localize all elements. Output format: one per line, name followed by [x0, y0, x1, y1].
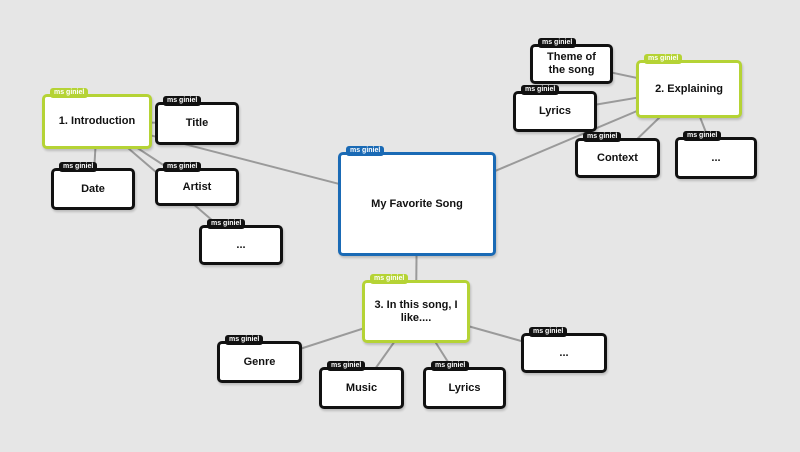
leaf-node-artist[interactable]: ms giniel Artist: [155, 162, 239, 206]
leaf-node-intro-more[interactable]: ms giniel ...: [199, 219, 283, 265]
author-tag: ms giniel: [207, 219, 246, 229]
node-label: Lyrics: [538, 105, 571, 117]
author-tag: ms giniel: [431, 361, 470, 371]
author-tag: ms giniel: [59, 162, 98, 172]
author-tag: ms giniel: [521, 85, 560, 95]
leaf-node-date[interactable]: ms giniel Date: [51, 162, 135, 210]
author-tag: ms giniel: [683, 131, 722, 141]
node-label: Artist: [182, 180, 212, 193]
leaf-node-context[interactable]: ms giniel Context: [575, 132, 660, 178]
leaf-node-title[interactable]: ms giniel Title: [155, 96, 239, 145]
author-tag: ms giniel: [538, 38, 577, 48]
author-tag: ms giniel: [370, 274, 409, 284]
branch-node-in-this-song-i-like[interactable]: ms giniel 3. In this song, I like....: [362, 274, 470, 343]
node-label: 2. Explaining: [655, 82, 723, 95]
leaf-node-music[interactable]: ms giniel Music: [319, 361, 404, 409]
node-label: Theme of the song: [547, 51, 596, 76]
node-label: 1. Introduction: [58, 115, 136, 127]
author-tag: ms giniel: [644, 54, 683, 64]
node-label: ...: [711, 151, 721, 164]
author-tag: ms giniel: [583, 132, 622, 142]
author-tag: ms giniel: [529, 327, 568, 337]
node-label: Genre: [243, 355, 276, 368]
node-label: Context: [597, 151, 638, 164]
leaf-node-explaining-more[interactable]: ms giniel ...: [675, 131, 757, 179]
leaf-node-lyrics-bottom[interactable]: ms giniel Lyrics: [423, 361, 506, 409]
central-node-my-favorite-song[interactable]: ms giniel My Favorite Song: [338, 146, 496, 256]
leaf-node-lyrics[interactable]: ms giniel Lyrics: [513, 85, 597, 132]
branch-node-introduction[interactable]: ms giniel 1. Introduction: [42, 88, 152, 149]
branch-node-explaining[interactable]: ms giniel 2. Explaining: [636, 54, 742, 118]
author-tag: ms giniel: [50, 88, 89, 98]
node-label: Music: [345, 381, 378, 394]
node-label: My Favorite Song: [371, 197, 463, 210]
node-label: Title: [185, 117, 209, 129]
node-label: Lyrics: [448, 381, 481, 394]
author-tag: ms giniel: [225, 335, 264, 345]
node-label: ...: [559, 346, 569, 359]
author-tag: ms giniel: [163, 162, 202, 172]
node-label: 3. In this song, I like....: [374, 298, 458, 324]
leaf-node-genre[interactable]: ms giniel Genre: [217, 335, 302, 383]
node-label: Date: [81, 182, 105, 195]
author-tag: ms giniel: [327, 361, 366, 371]
leaf-node-theme-of-the-song[interactable]: ms giniel Theme of the song: [530, 38, 613, 84]
node-label: ...: [236, 238, 246, 251]
author-tag: ms giniel: [346, 146, 385, 156]
author-tag: ms giniel: [163, 96, 202, 106]
leaf-node-like-more[interactable]: ms giniel ...: [521, 327, 607, 373]
